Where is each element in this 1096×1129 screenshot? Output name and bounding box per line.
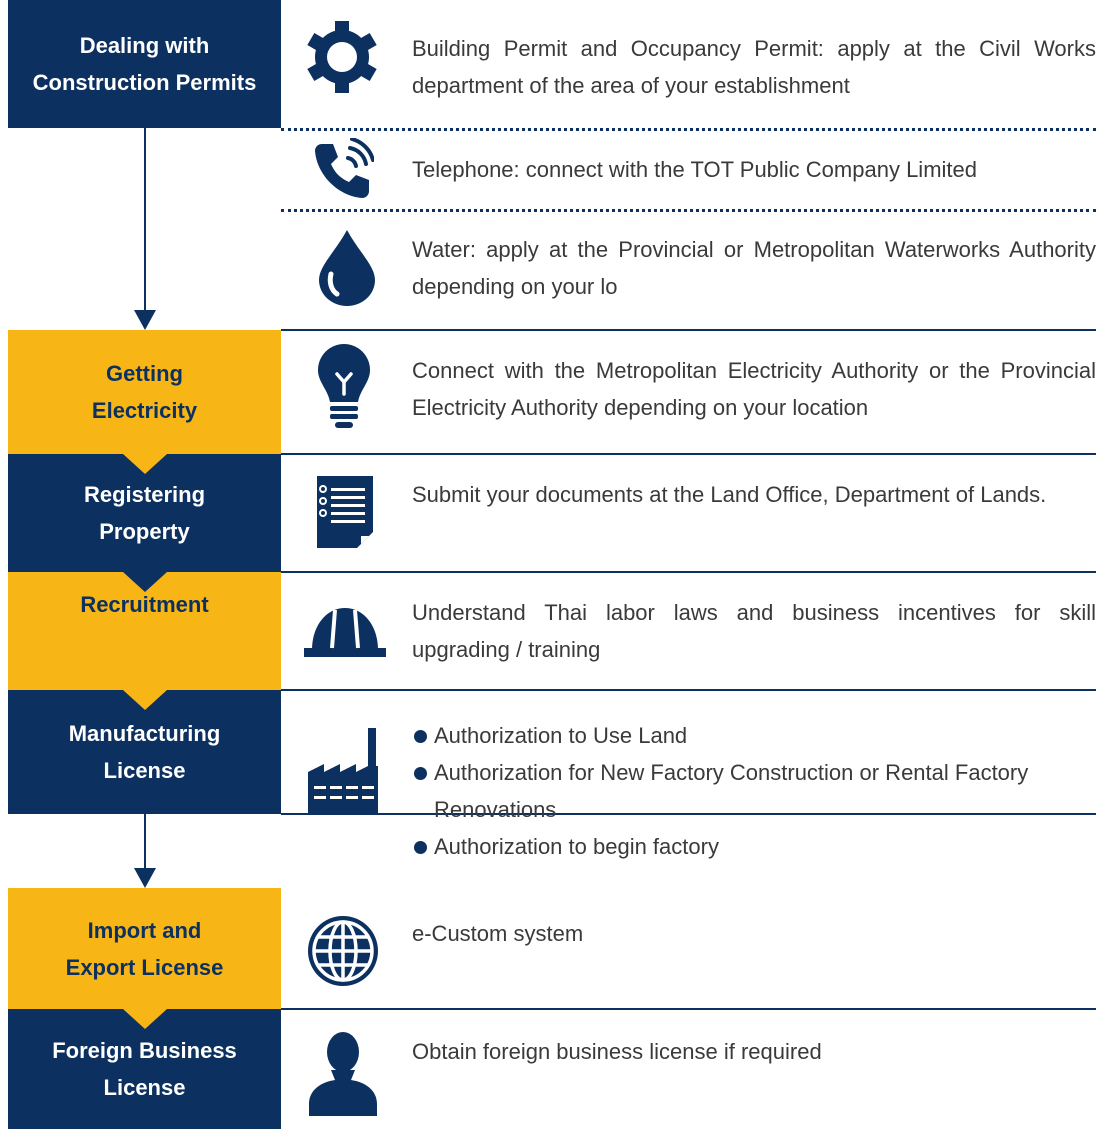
step-title-line: Property — [99, 519, 190, 544]
row-separator — [281, 329, 1096, 331]
flow-notch-arrow — [123, 1009, 167, 1029]
step-title-line: Registering — [83, 482, 206, 507]
step-title-line: Foreign Business — [52, 1038, 237, 1063]
phone-icon — [315, 138, 374, 198]
step-title-line: Construction Permits — [32, 70, 257, 95]
bullet-item: Authorization to Use Land — [412, 717, 1096, 754]
row-separator — [281, 1008, 1096, 1010]
step-title-line: Recruitment — [80, 592, 209, 617]
gear-icon — [307, 21, 377, 93]
step-title-line: Manufacturing — [68, 721, 221, 746]
step-title-line: Getting — [105, 361, 183, 386]
row-separator — [281, 813, 1096, 815]
step-title-line: Electricity — [91, 398, 198, 423]
bullet-text: Authorization for New Factory Constructi… — [434, 760, 1029, 822]
dotted-separator — [281, 128, 1096, 131]
bullet-dot — [414, 730, 427, 743]
document-icon — [317, 476, 373, 548]
row-separator — [281, 689, 1096, 691]
lightbulb-icon — [318, 344, 370, 428]
row-separator — [281, 571, 1096, 573]
dotted-separator — [281, 209, 1096, 212]
flow-notch-arrow — [123, 454, 167, 474]
bullet-text: Authorization to Use Land — [434, 723, 688, 748]
step-title-line: Dealing with — [79, 33, 210, 58]
step-title-line: Export License — [65, 954, 224, 980]
step-description: Understand Thai labor laws and business … — [412, 600, 1096, 662]
flow-connector-line — [144, 128, 146, 313]
flow-arrow-down — [134, 310, 156, 330]
person-icon — [309, 1032, 377, 1116]
step-description: Building Permit and Occupancy Permit: ap… — [412, 36, 1096, 98]
flow-notch-arrow — [123, 690, 167, 710]
bullet-item: Authorization for New Factory Constructi… — [412, 754, 1096, 828]
step-description: Water: apply at the Provincial or Metrop… — [412, 237, 1096, 299]
step-title-line: Import and — [87, 917, 202, 943]
step-description: Obtain foreign business license if requi… — [412, 1039, 822, 1064]
step-description: Telephone: connect with the TOT Public C… — [412, 157, 977, 182]
hard-hat-icon — [304, 608, 386, 657]
bullet-dot — [414, 767, 427, 780]
bullet-dot — [414, 841, 427, 854]
bullet-text: Authorization to begin factory — [434, 834, 719, 859]
bullet-list: Authorization to Use Land Authorization … — [412, 717, 1096, 865]
step-box-foreign-business-license: Foreign Business License — [8, 1009, 281, 1129]
factory-icon — [308, 728, 378, 814]
step-box-manufacturing-license: Manufacturing License — [8, 690, 281, 814]
step-box-import-export-license: Import and Export License — [8, 888, 281, 1009]
row-separator — [281, 453, 1096, 455]
flow-arrow-down — [134, 868, 156, 888]
step-description: e-Custom system — [412, 921, 584, 946]
step-title-line: License — [103, 1075, 186, 1100]
step-box-construction-permits: Dealing with Construction Permits — [8, 0, 281, 128]
step-description: Connect with the Metropolitan Electricit… — [412, 358, 1096, 420]
step-title-line: License — [103, 758, 186, 783]
flow-connector-line — [144, 814, 146, 870]
bullet-item: Authorization to begin factory — [412, 828, 1096, 865]
water-drop-icon — [319, 230, 375, 306]
globe-icon — [308, 916, 378, 986]
flow-notch-arrow — [123, 572, 167, 592]
step-box-getting-electricity: Getting Electricity — [8, 330, 281, 454]
step-description: Submit your documents at the Land Office… — [412, 482, 1047, 507]
